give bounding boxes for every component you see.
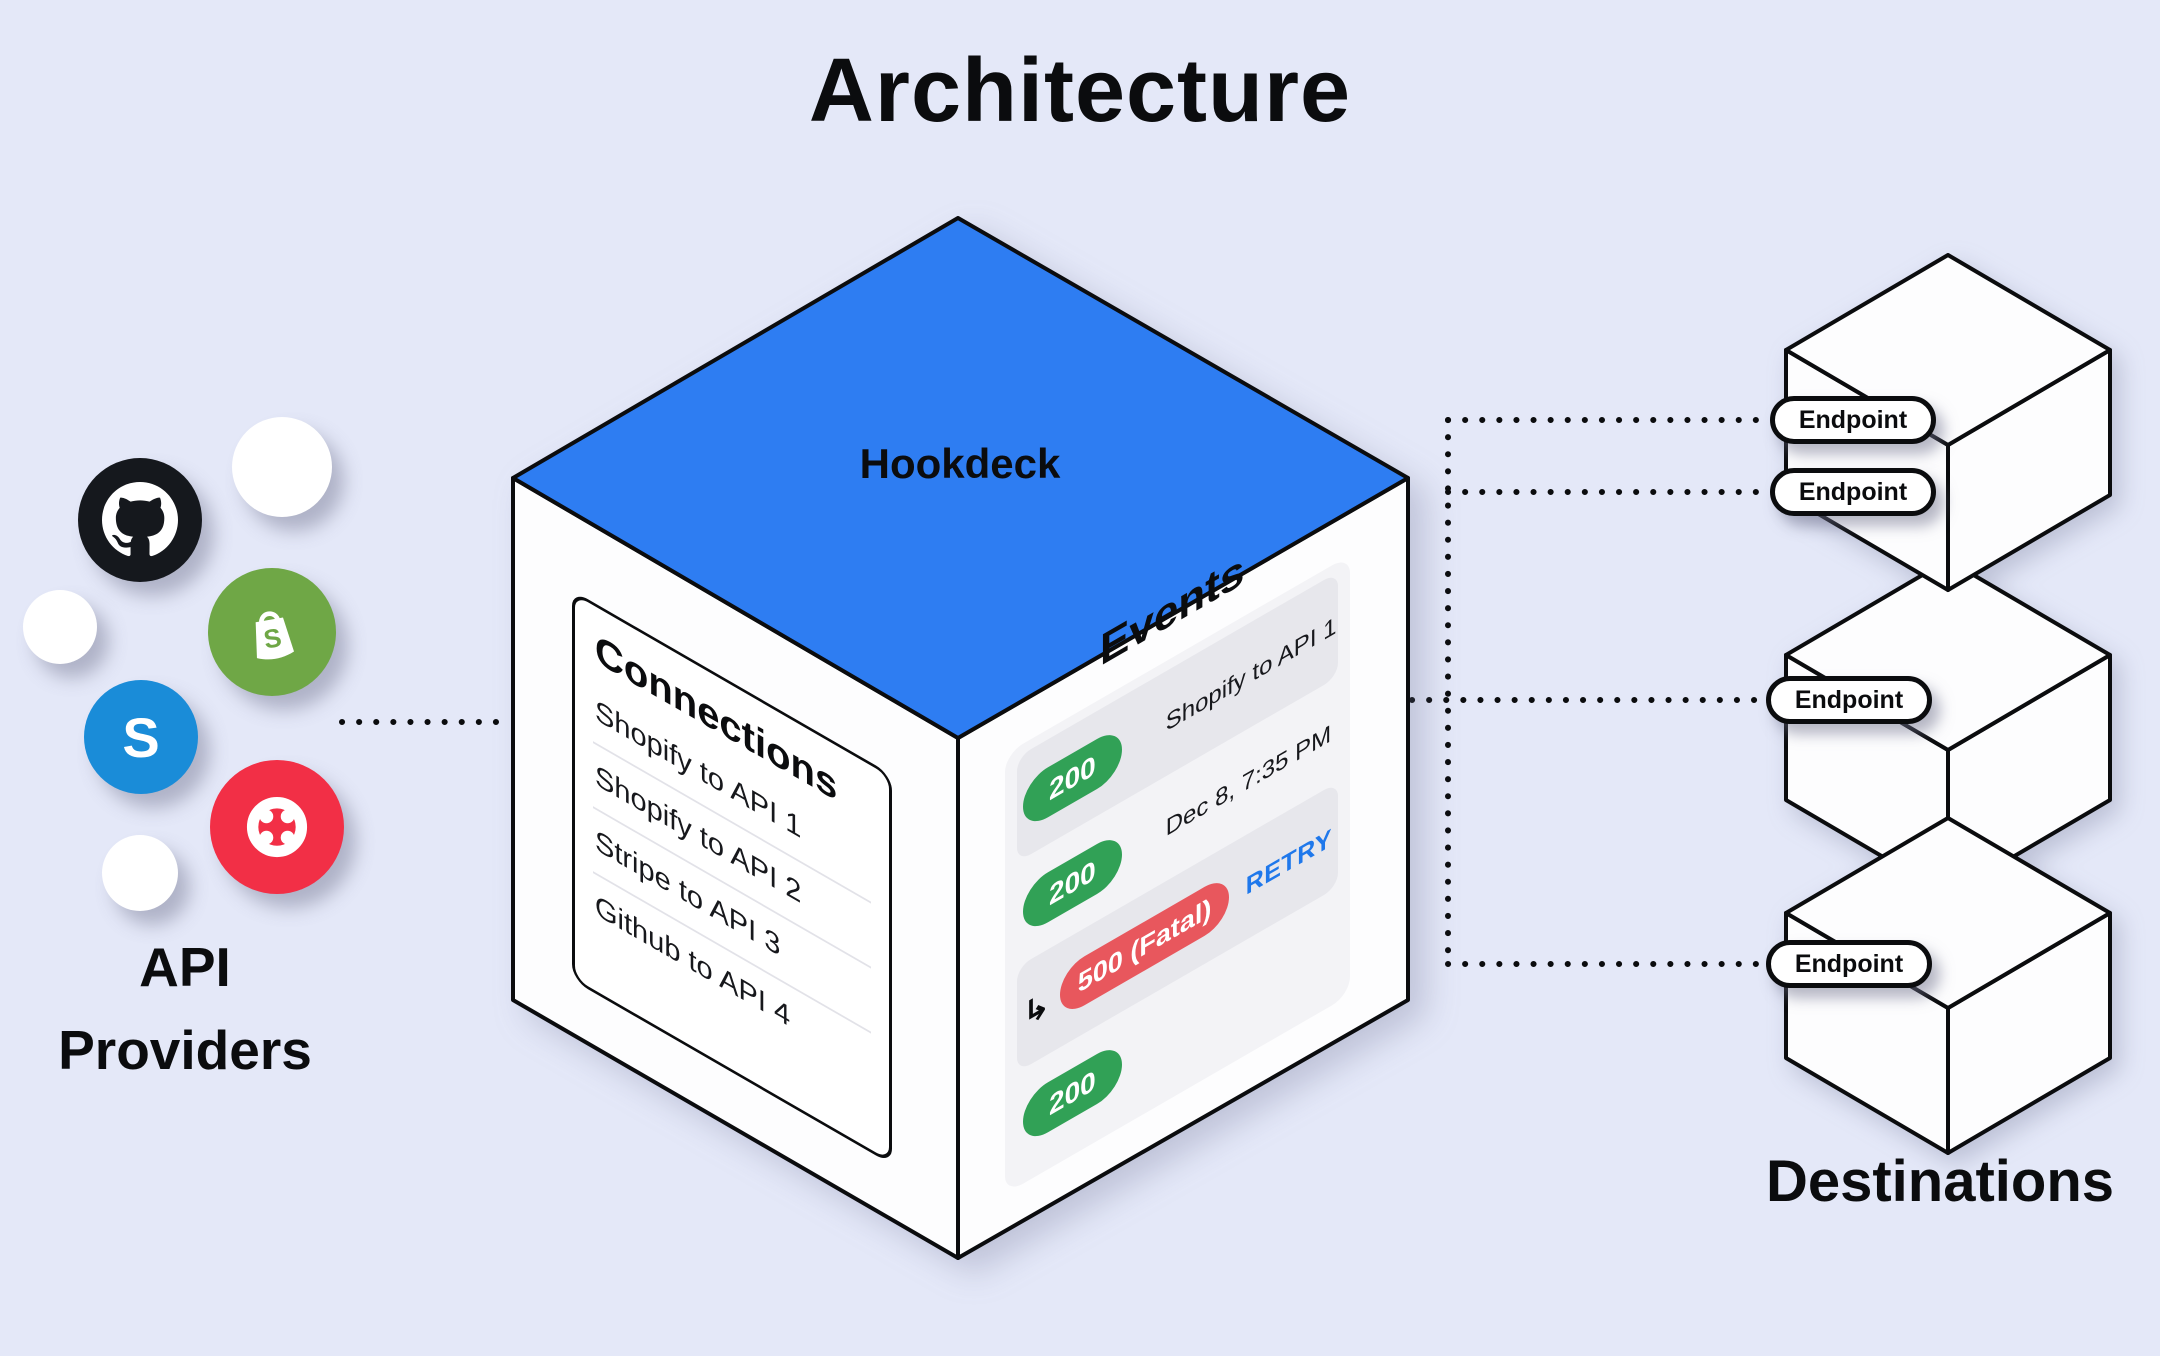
endpoint-pill-4: Endpoint — [1766, 940, 1932, 988]
provider-circle-blank-3 — [102, 835, 178, 911]
provider-circle-twilio — [210, 760, 344, 894]
provider-circle-stripe: S — [84, 680, 198, 794]
page-title: Architecture — [808, 41, 1352, 141]
provider-circle-shopify: S — [208, 568, 336, 696]
endpoint-pill-1: Endpoint — [1770, 396, 1936, 444]
provider-circle-blank-1 — [232, 417, 332, 517]
hookdeck-cube-top-face — [511, 216, 1410, 740]
retry-arrow-icon: ↳ — [1023, 982, 1050, 1035]
destinations-label: Destinations — [1765, 1149, 2115, 1214]
endpoint-label: Endpoint — [1798, 477, 1908, 506]
shopify-s-glyph: S — [261, 622, 283, 655]
stripe-icon: S — [122, 705, 160, 769]
twilio-icon — [246, 796, 308, 858]
shopify-icon: S — [255, 611, 295, 660]
endpoint-label: Endpoint — [1798, 405, 1908, 434]
provider-circle-github — [78, 458, 202, 582]
endpoint-label: Endpoint — [1794, 949, 1904, 978]
providers-label: API Providers — [10, 926, 360, 1091]
endpoint-label: Endpoint — [1794, 685, 1904, 714]
providers-label-line2: Providers — [58, 1018, 312, 1081]
hookdeck-label: Hookdeck — [859, 440, 1061, 487]
providers-label-line1: API — [139, 936, 231, 998]
github-icon — [102, 482, 178, 557]
provider-circle-blank-2 — [23, 590, 97, 664]
endpoint-pill-2: Endpoint — [1770, 468, 1936, 516]
retry-link[interactable]: RETRY — [1245, 823, 1332, 902]
endpoint-pill-3: Endpoint — [1766, 676, 1932, 724]
